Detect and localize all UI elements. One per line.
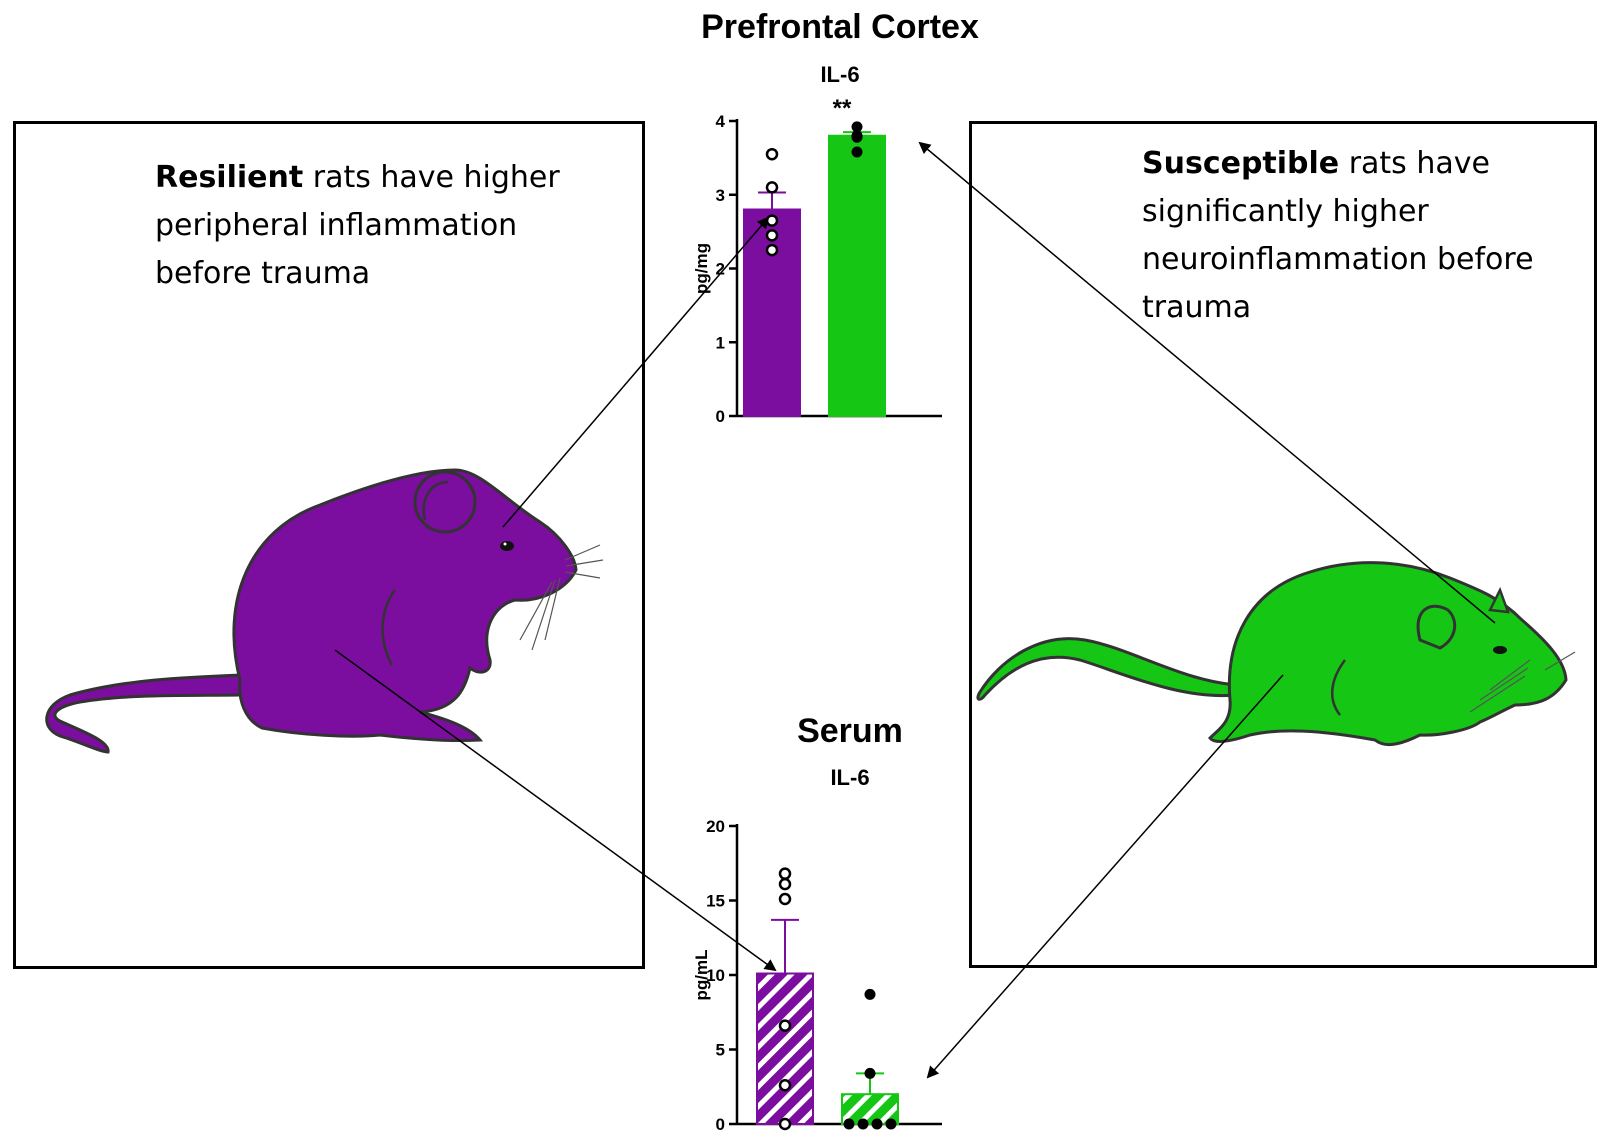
pfc-bar — [828, 134, 886, 417]
serum-data-point — [885, 1118, 897, 1130]
serum-data-point — [864, 988, 876, 1000]
green-rat-eye — [1493, 646, 1507, 654]
serum-data-point — [843, 1118, 855, 1130]
pfc-significance: ** — [833, 95, 852, 122]
pfc-y-label: pg/mg — [692, 243, 711, 294]
serum-tick-label: 5 — [716, 1041, 725, 1060]
resilient-text: rats have higher peripheral inflammation… — [155, 160, 560, 291]
susceptible-box — [969, 121, 1597, 968]
pfc-chart-subtitle: IL-6 — [820, 62, 860, 87]
pfc-chart: 0 1 2 3 4 pg/mg ** — [692, 95, 942, 426]
pfc-data-point — [851, 121, 863, 133]
serum-data-point — [778, 1117, 792, 1131]
susceptible-label: Susceptible — [1142, 146, 1340, 181]
pfc-data-point — [765, 229, 779, 242]
pfc-data-point — [765, 243, 779, 257]
serum-tick-label: 0 — [716, 1115, 725, 1134]
pfc-tick-label: 2 — [716, 260, 725, 279]
pfc-data-point — [765, 181, 779, 194]
serum-y-label: pg/mL — [692, 950, 711, 1001]
serum-bar — [756, 972, 814, 1126]
purple-rat-ear — [413, 470, 477, 534]
serum-data-point — [778, 877, 792, 891]
green-rat-icon — [976, 561, 1576, 747]
green-rat-body — [1208, 561, 1568, 747]
pfc-tick-label: 4 — [716, 112, 726, 131]
pfc-data-point — [851, 146, 863, 158]
resilient-box — [13, 121, 645, 969]
arrow-susceptible-to-pfc — [918, 141, 1496, 624]
serum-tick-label: 20 — [706, 817, 725, 836]
serum-chart-title: Serum — [797, 712, 903, 750]
resilient-label: Resilient — [155, 160, 304, 195]
serum-data-point — [871, 1118, 883, 1130]
pfc-chart-title: Prefrontal Cortex — [701, 8, 979, 46]
serum-tick-label: 10 — [706, 966, 725, 985]
serum-data-point — [778, 892, 792, 906]
serum-data-point — [778, 1019, 792, 1032]
resilient-callout: Resilient rats have higher peripheral in… — [155, 154, 575, 298]
susceptible-text: rats have significantly higher neuroinfl… — [1142, 146, 1534, 325]
serum-data-point — [778, 1079, 792, 1092]
pfc-data-point — [765, 147, 779, 161]
susceptible-callout: Susceptible rats have significantly high… — [1142, 140, 1562, 332]
serum-data-point — [857, 1118, 869, 1130]
serum-chart-subtitle: IL-6 — [830, 765, 870, 790]
pfc-tick-label: 1 — [716, 333, 725, 352]
arrow-susceptible-to-serum — [926, 674, 1284, 1079]
pfc-tick-label: 0 — [716, 407, 725, 426]
purple-rat-whiskers — [519, 544, 604, 651]
purple-rat-icon — [45, 468, 604, 754]
purple-rat-eye — [500, 541, 514, 551]
serum-data-point — [864, 1067, 876, 1079]
arrow-resilient-to-pfc — [502, 216, 770, 528]
green-rat-tail — [976, 637, 1238, 701]
arrow-resilient-to-serum — [334, 649, 777, 972]
green-rat-ear — [1416, 604, 1457, 650]
pfc-data-point — [851, 130, 863, 142]
pfc-data-point — [765, 214, 779, 227]
green-rat-whiskers — [1469, 651, 1576, 713]
serum-data-point — [778, 867, 792, 880]
purple-rat-body — [232, 468, 578, 743]
serum-tick-label: 15 — [706, 892, 725, 911]
serum-chart: 0 5 10 15 20 pg/mL — [692, 817, 942, 1134]
pfc-tick-label: 3 — [716, 186, 725, 205]
